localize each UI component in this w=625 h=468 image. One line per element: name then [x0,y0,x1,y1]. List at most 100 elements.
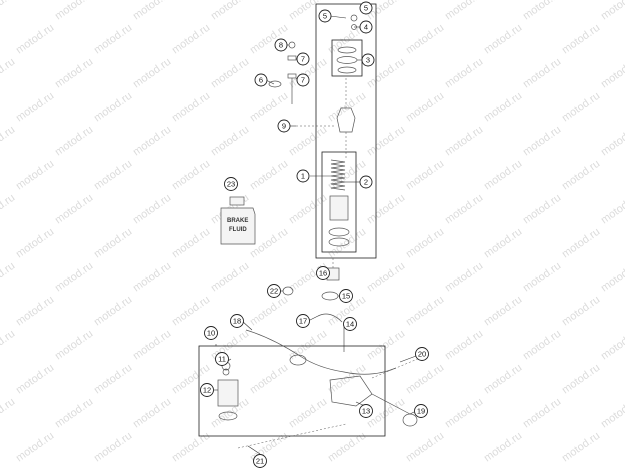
callout-label: 22 [270,287,278,296]
watermark-text: motod.ru [287,396,329,431]
bottle-body [220,207,256,245]
callout-circle [296,52,310,66]
watermark-text: motod.ru [443,192,485,227]
watermark-text: motod.ru [209,260,251,295]
watermark-text: motod.ru [365,124,407,159]
callout-circle [339,289,353,303]
callout-label: 7 [301,76,305,85]
callout-circle [224,177,238,191]
callout-circle [359,404,373,418]
watermark-text: motod.ru [521,124,563,159]
bleed-valve-part [402,413,418,427]
watermark-text: motod.ru [482,22,524,57]
callout-13: 13 [359,404,373,418]
callout-circle [230,314,244,328]
piston-kit-subframe [321,151,357,253]
watermark-text: motod.ru [482,430,524,465]
callout-circle [215,352,229,366]
callout-circle [343,317,357,331]
callout-circle [359,20,373,34]
banjo-bolt-part [321,291,339,301]
watermark-text: motod.ru [521,396,563,431]
watermark-text: motod.ru [53,192,95,227]
callout-19: 19 [414,404,428,418]
watermark-text: motod.ru [248,362,290,397]
callout-16: 16 [316,266,330,280]
callout-circle [316,266,330,280]
watermark-text: motod.ru [92,362,134,397]
callout-circle [204,326,218,340]
watermark-text: motod.ru [0,260,17,295]
watermark-text: motod.ru [92,158,134,193]
watermark-text: motod.ru [443,0,485,22]
callout-5: 5 [359,1,373,15]
callout-circle [296,73,310,87]
callout-circle [254,73,268,87]
watermark-text: motod.ru [14,90,56,125]
watermark-text: motod.ru [482,294,524,329]
watermark-text: motod.ru [482,158,524,193]
watermark-text: motod.ru [404,430,446,465]
watermark-text: motod.ru [599,0,625,22]
watermark-text: motod.ru [560,294,602,329]
watermark-text: motod.ru [599,396,625,431]
callout-22: 22 [267,284,281,298]
callout-4: 4 [359,20,373,34]
watermark-text: motod.ru [209,56,251,91]
bottle-cap [229,196,245,206]
watermark-text: motod.ru [248,158,290,193]
piston-seal-part [328,227,350,237]
callout-label: 9 [282,122,286,131]
callout-label: 18 [233,317,241,326]
callout-label: 21 [256,457,264,466]
callout-12: 12 [200,383,214,397]
line-clamp-part [289,354,307,366]
watermark-text: motod.ru [287,124,329,159]
watermark-text: motod.ru [521,260,563,295]
watermark-text: motod.ru [53,56,95,91]
watermark-text: motod.ru [131,328,173,363]
callout-21: 21 [253,454,267,468]
callout-8: 8 [274,38,288,52]
watermark-text: motod.ru [443,396,485,431]
watermark-text: motod.ru [599,328,625,363]
oring-part [222,368,230,376]
callout-3: 3 [361,53,375,67]
watermark-text: motod.ru [521,328,563,363]
callout-circle [361,53,375,67]
watermark-text: motod.ru [248,90,290,125]
watermark-text: motod.ru [560,90,602,125]
watermark-text: motod.ru [599,260,625,295]
assembly-axis [371,357,421,379]
watermark-text: motod.ru [170,430,212,465]
watermark-text: motod.ru [131,124,173,159]
callout-circle [359,175,373,189]
watermark-text: motod.ru [326,226,368,261]
watermark-text: motod.ru [287,192,329,227]
callout-label: 15 [342,292,350,301]
watermark-text: motod.ru [0,396,17,431]
callout-label: 13 [362,407,370,416]
watermark-text: motod.ru [404,158,446,193]
callout-circle [277,119,291,133]
watermark-text: motod.ru [404,22,446,57]
watermark-text: motod.ru [170,226,212,261]
reservoir-fitting-part [336,107,356,133]
callout-label: 14 [346,320,354,329]
callout-circle [414,404,428,418]
watermark-text: motod.ru [131,0,173,22]
watermark-text: motod.ru [404,362,446,397]
watermark-text: motod.ru [443,124,485,159]
callout-6: 6 [254,73,268,87]
watermark-text: motod.ru [326,430,368,465]
watermark-text: motod.ru [0,0,17,22]
callout-label: 20 [418,350,426,359]
watermark-text: motod.ru [131,56,173,91]
callout-11: 11 [215,352,229,366]
assembly-axis [237,423,347,449]
callout-5: 5 [318,9,332,23]
brake-hose-part [317,313,343,323]
watermark-text: motod.ru [404,294,446,329]
callout-label: 7 [301,55,305,64]
